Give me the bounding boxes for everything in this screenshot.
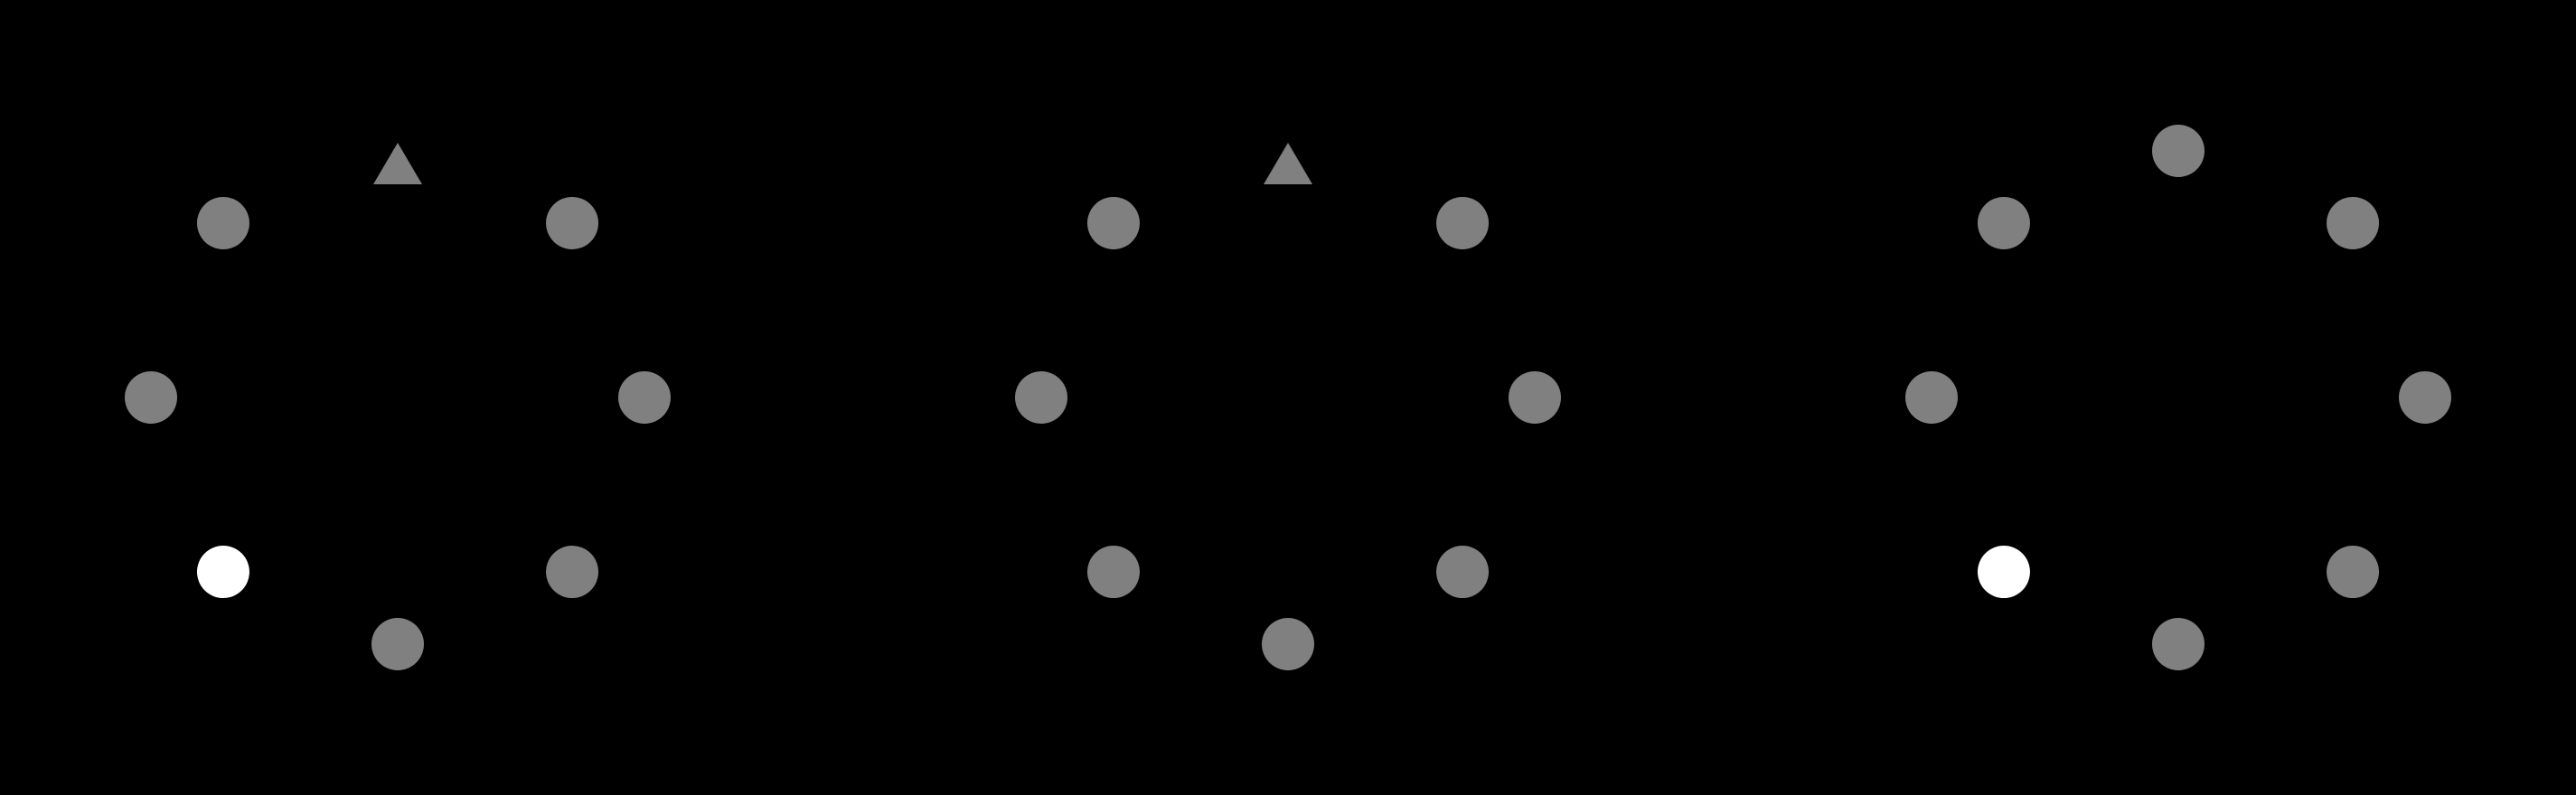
panel-2-top-right-circle-marker [1436,196,1490,249]
panel-1-bottom-right-circle-marker [546,546,599,599]
panel-2-left-circle-marker [1015,371,1067,424]
panel-3-top-right-circle-marker [2327,196,2380,249]
panel-2-bottom-circle-marker [1262,618,1314,670]
panel-2-bottom-left-circle-marker [1086,546,1140,599]
panel-3-bottom-right-circle-marker [2327,546,2380,599]
panel-2-top-left-circle-marker [1086,196,1140,249]
panel-1-bottom-circle-marker [371,618,424,670]
panel-1-bottom-left-highlighted-circle-marker [196,546,249,599]
panel-3-bottom-left-highlighted-circle-marker [1977,546,2030,599]
panel-1-top-triangle-marker [373,143,422,184]
panel-3-right-circle-marker [2399,371,2451,424]
panel-2-bottom-right-circle-marker [1436,546,1490,599]
panel-1 [125,143,671,670]
panel-1-right-circle-marker [618,371,671,424]
panel-3-bottom-circle-marker [2152,618,2205,670]
panel-1-top-left-circle-marker [196,196,249,249]
panel-1-top-right-circle-marker [546,196,599,249]
panel-1-left-circle-marker [125,371,177,424]
panel-3-left-circle-marker [1905,371,1958,424]
panel-2-top-triangle-marker [1264,143,1312,184]
panel-3-top-circle-marker [2152,125,2205,177]
panel-3 [1905,125,2451,670]
panel-2 [1015,143,1561,670]
panel-3-top-left-circle-marker [1977,196,2030,249]
panel-2-right-circle-marker [1509,371,1561,424]
